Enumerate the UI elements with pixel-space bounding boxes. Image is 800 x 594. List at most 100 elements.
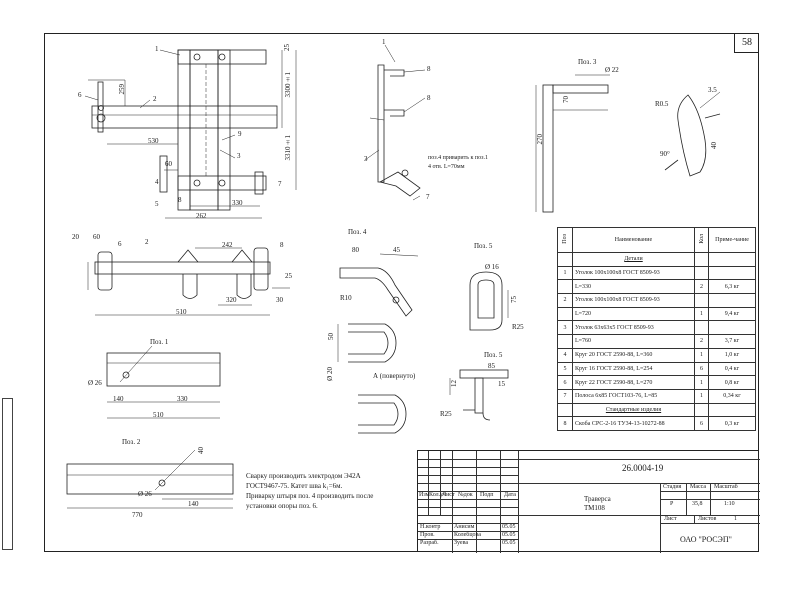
value-sheets: 1 — [734, 516, 737, 522]
pos4-dim-r10: R10 — [340, 294, 352, 302]
pos1-part-view — [106, 345, 221, 419]
side-note-1: поз.4 приварить к поз.1 — [428, 155, 488, 161]
label-sheets: Листов — [698, 516, 717, 522]
pos2-dim-770: 770 — [132, 511, 143, 519]
pos1-dim-hole: Ø 26 — [88, 379, 102, 387]
organization-name: ОАО "РОСЭП" — [680, 535, 732, 544]
pos5b-dim-12: 12 — [450, 380, 458, 387]
pos4-dim-80: 80 — [352, 246, 359, 254]
drawing-frame — [44, 33, 759, 552]
pos5b-dim-85: 85 — [488, 362, 495, 370]
dim-259: 259 — [118, 84, 126, 95]
title-line-2: ТМ108 — [584, 504, 605, 512]
note-line-3: Приварку штыря поз. 4 производить после — [246, 492, 374, 500]
plan-dim-25: 25 — [285, 272, 292, 280]
note-line-4: установки опоры поз. 6. — [246, 502, 318, 510]
pos1-dim-140: 140 — [113, 395, 124, 403]
pos2-title: Поз. 2 — [122, 438, 141, 446]
side-callout-7: 7 — [426, 193, 430, 201]
pos1-dim-510: 510 — [153, 411, 164, 419]
callout-1: 1 — [155, 45, 159, 53]
value-stage: Р — [670, 501, 674, 507]
pos3-dim-270: 270 — [536, 134, 544, 145]
side-callout-8b: 8 — [427, 94, 431, 102]
label-sheet: Лист — [664, 516, 677, 522]
pos4-view-a: А (повернуто) — [373, 372, 416, 380]
side-callout-3: 3 — [364, 155, 368, 163]
title-block: Изм Кол.уч Лист №док Подп Дата Н.контр П… — [417, 450, 760, 553]
dim-3310: 3310±1 — [284, 135, 292, 161]
pos4-dim-50: 50 — [327, 333, 335, 340]
plan-callout-8: 8 — [280, 241, 284, 249]
pos5a-dim-r25: R25 — [512, 323, 524, 331]
specification-table: Поз Наименование Кол Приме-чание Детали … — [557, 227, 756, 431]
rev-col-kol: Кол.уч — [429, 492, 447, 498]
pos5a-dim-hole: Ø 16 — [485, 263, 499, 271]
role-norm-control: Н.контр — [420, 524, 441, 530]
side-note-2: 4 отв. L=70мм — [428, 164, 465, 170]
label-scale: Масштаб — [714, 484, 738, 490]
plan-callout-6: 6 — [118, 240, 122, 248]
plan-dim-242: 242 — [222, 241, 233, 249]
spec-header-pos: Поз — [557, 227, 573, 253]
pos5a-title: Поз. 5 — [474, 242, 493, 250]
date-2: 05.05 — [502, 532, 516, 538]
callout-5: 5 — [155, 200, 159, 208]
pos1-dim-330: 330 — [177, 395, 188, 403]
rev-col-izm: Изм — [419, 492, 430, 498]
value-scale: 1:10 — [724, 501, 735, 507]
name-norm-control: Анисим — [454, 524, 475, 530]
callout-9: 9 — [238, 130, 242, 138]
pos4-title: Поз. 4 — [348, 228, 367, 236]
pos5b-dim-r25: R25 — [440, 410, 452, 418]
plan-callout-2: 2 — [145, 238, 149, 246]
pos3-title: Поз. 3 — [578, 58, 597, 66]
sheet-number: 58 — [734, 33, 759, 53]
spec-header-note: Приме-чание — [708, 227, 756, 253]
rev-col-doc: №док — [458, 492, 473, 498]
pos3-dim-40: 40 — [710, 142, 718, 149]
dim-262: 262 — [196, 212, 207, 220]
pos5-part-view — [449, 271, 509, 421]
pos2-dim-40: 40 — [197, 447, 205, 454]
side-callout-8: 8 — [427, 65, 431, 73]
pos2-dim-140: 140 — [188, 500, 199, 508]
pos4-dim-d20: Ø 20 — [326, 367, 334, 381]
plan-view-assembly — [87, 247, 290, 316]
plan-dim-320: 320 — [226, 296, 237, 304]
side-callout-1: 1 — [382, 38, 386, 46]
front-view-assembly — [84, 49, 297, 219]
role-checked: Пров. — [420, 532, 435, 538]
plan-dim-20: 20 — [72, 233, 79, 241]
pos4-dim-45: 45 — [393, 246, 400, 254]
pos1-title: Поз. 1 — [150, 338, 169, 346]
callout-8: 8 — [178, 196, 182, 204]
pos3-dim-35: 3.5 — [708, 86, 717, 94]
pos4-part-view — [337, 253, 419, 434]
name-checked: Колебцова — [454, 532, 481, 538]
technical-notes: Сварку производить электродом Э42А ГОСТ9… — [246, 471, 406, 511]
callout-6: 6 — [78, 91, 82, 99]
plan-dim-510: 510 — [176, 308, 187, 316]
spec-section-parts: Детали — [557, 252, 756, 267]
pos3-dim-hole: Ø 22 — [605, 66, 619, 74]
dim-330: 330 — [232, 199, 243, 207]
document-code: 26.0004-19 — [622, 463, 664, 473]
pos2-part-view — [66, 449, 234, 509]
role-developed: Разраб. — [420, 540, 439, 546]
pos5b-dim-15: 15 — [498, 380, 505, 388]
label-mass: Масса — [690, 484, 707, 490]
pos3-dim-angle: 90° — [660, 150, 670, 158]
pos3-part-view — [535, 74, 721, 213]
